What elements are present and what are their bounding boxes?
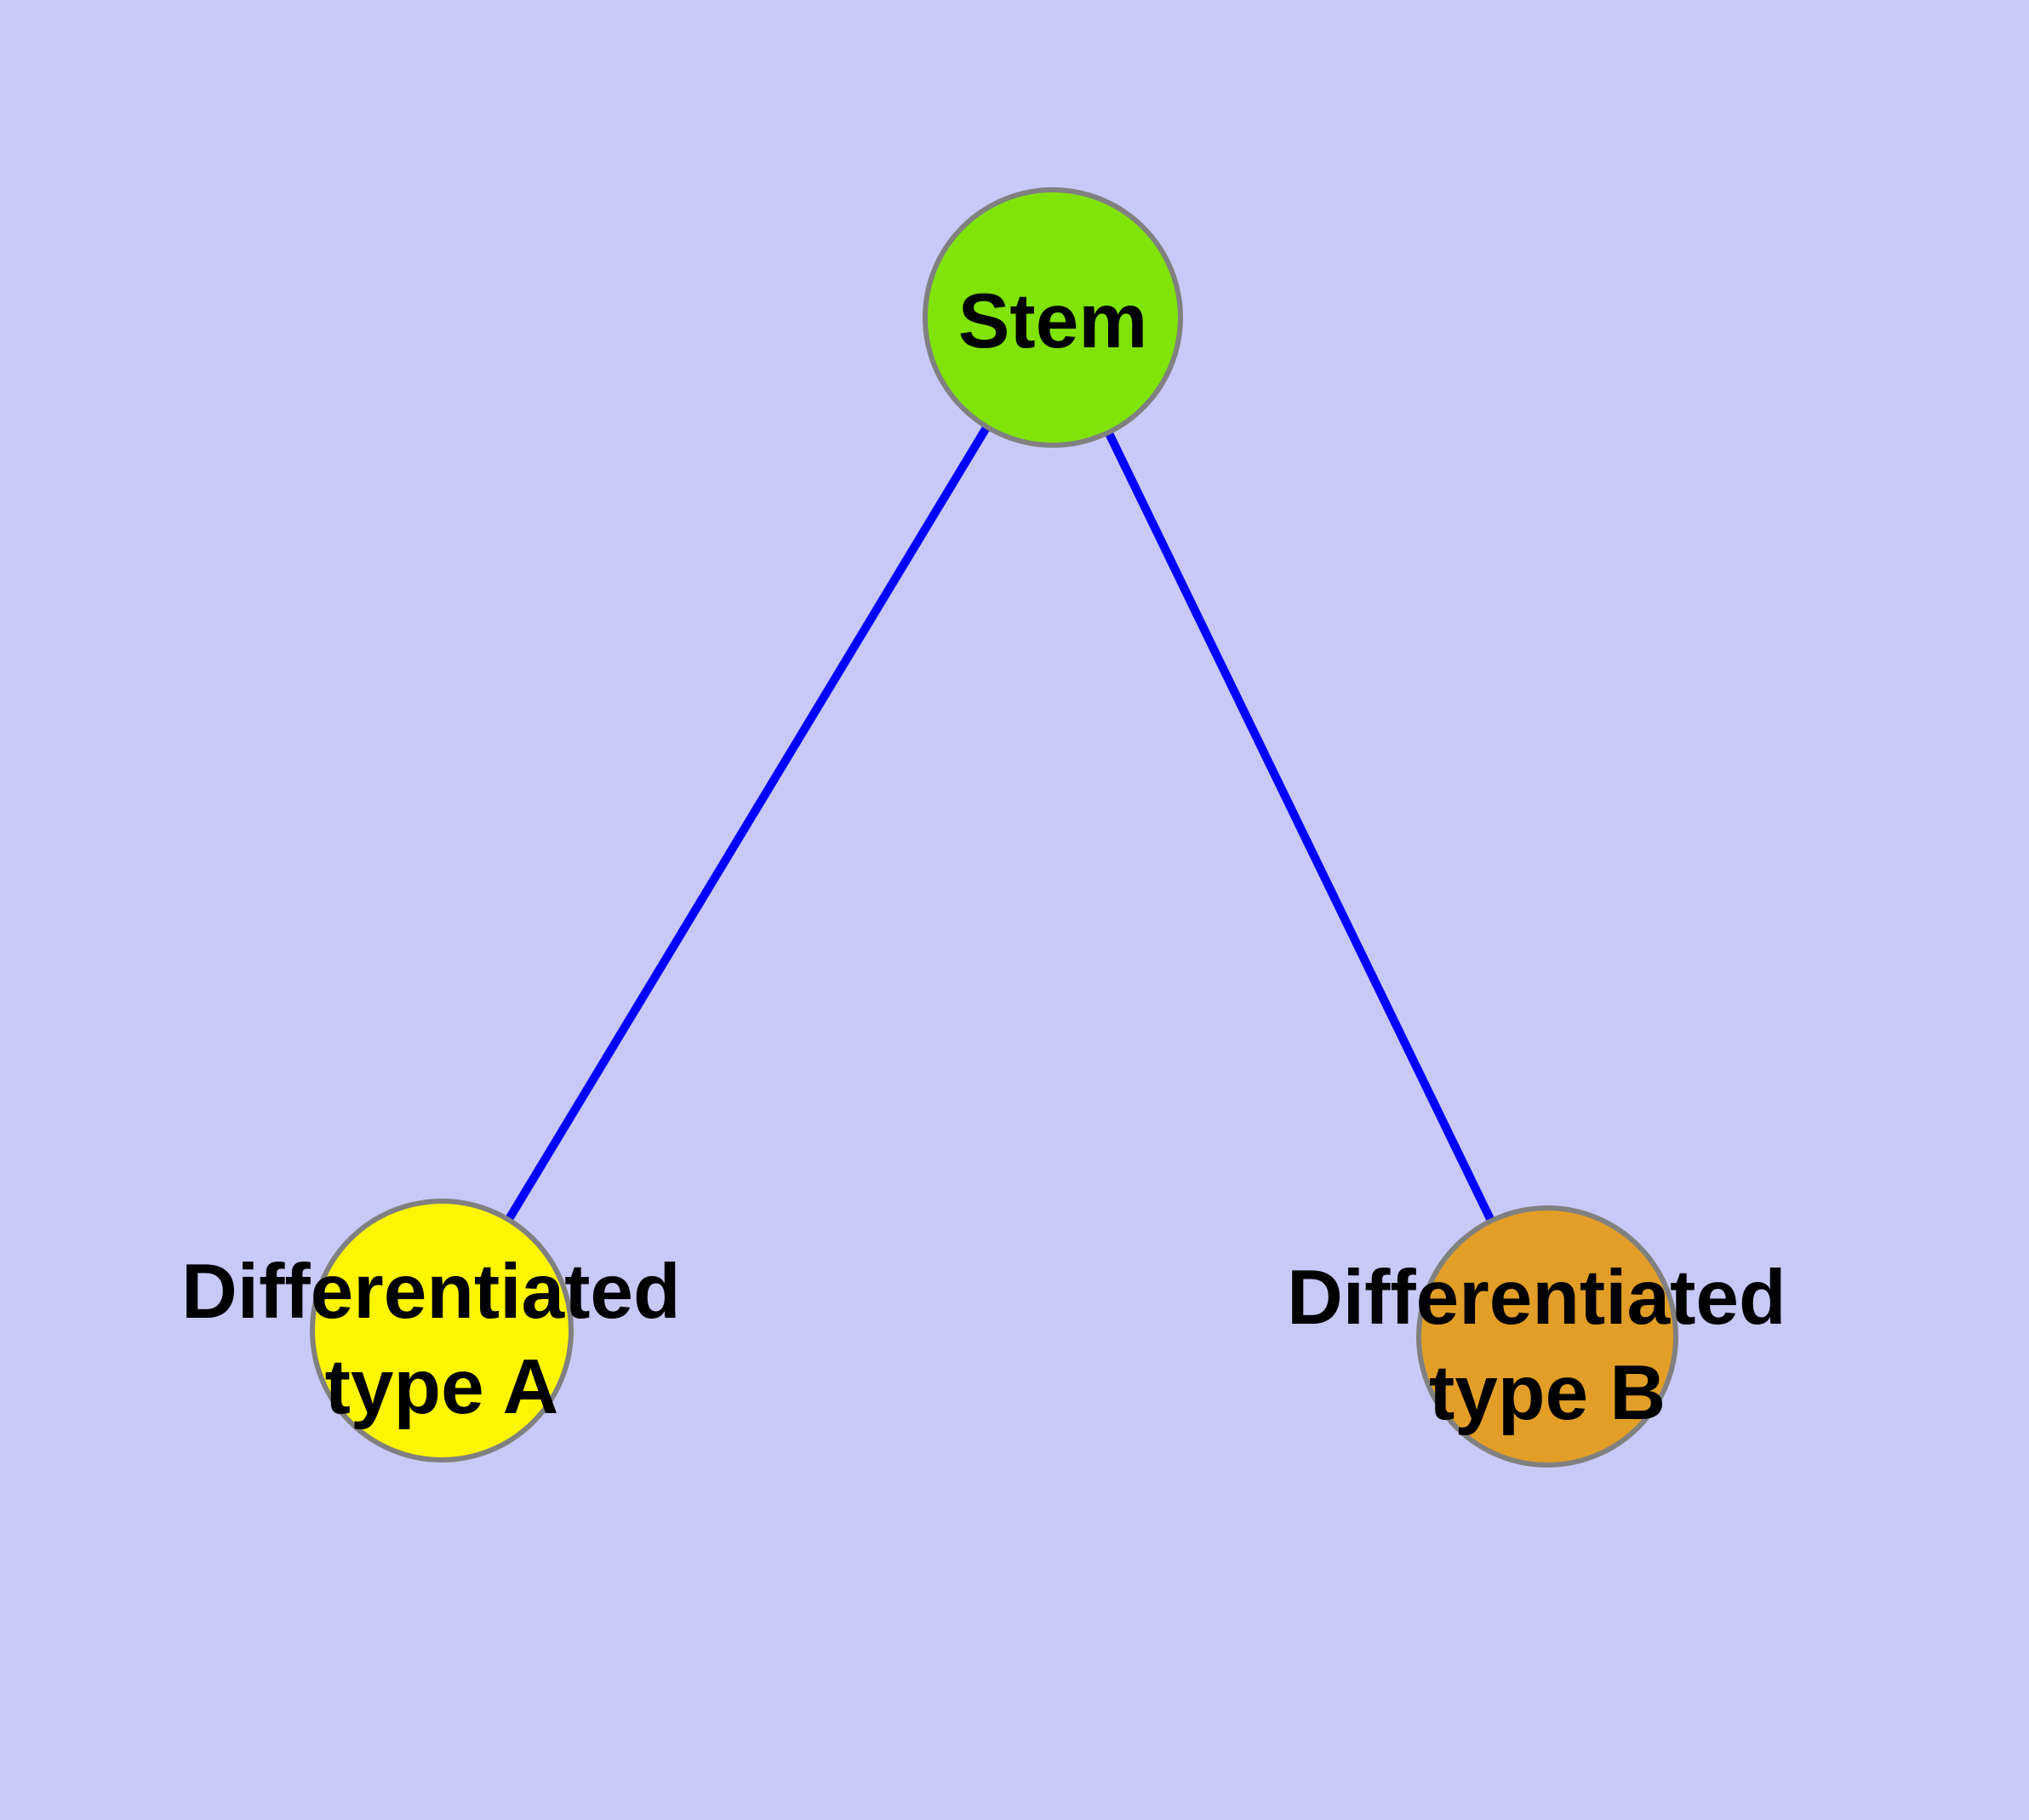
node-stem-circle	[923, 187, 1183, 448]
node-differentiated-type-b-circle	[1416, 1205, 1678, 1468]
node-stem-label: Stem	[958, 278, 1148, 364]
node-differentiated-type-a-label-line1: Differentiated	[181, 1249, 681, 1335]
node-differentiated-type-a-circle	[310, 1199, 574, 1462]
node-stem: Stem	[923, 187, 1183, 448]
node-differentiated-type-b: Differentiated type B	[1287, 1205, 1808, 1468]
node-differentiated-type-b-label: Differentiated type B	[1287, 1255, 1808, 1436]
node-stem-label-line1: Stem	[958, 278, 1148, 364]
node-differentiated-type-a-label: Differentiated type A	[181, 1249, 702, 1430]
node-differentiated-type-a-label-line2: type A	[325, 1344, 559, 1430]
node-differentiated-type-b-label-line1: Differentiated	[1287, 1255, 1786, 1341]
node-differentiated-type-a: Differentiated type A	[181, 1199, 702, 1462]
edge-stem-to-type-a	[437, 315, 1057, 1333]
node-differentiated-type-b-label-line2: type B	[1429, 1350, 1666, 1436]
edge-stem-to-type-b	[1049, 315, 1552, 1339]
